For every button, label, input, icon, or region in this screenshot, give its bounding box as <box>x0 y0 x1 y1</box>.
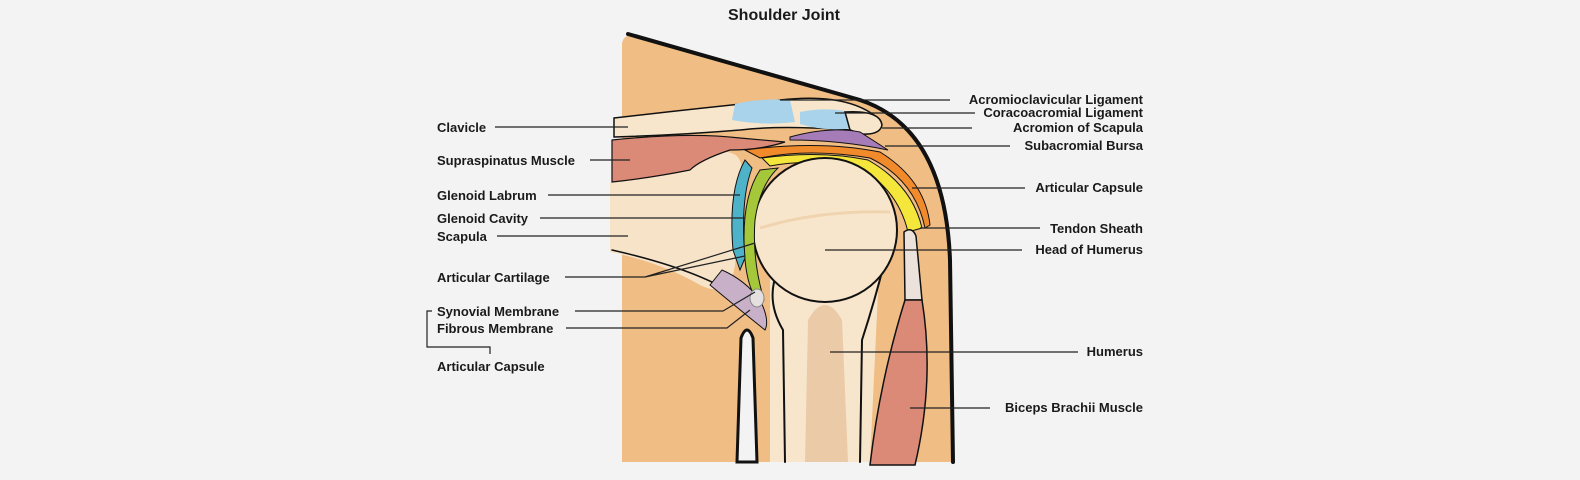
label-head-of-humerus: Head of Humerus <box>1035 242 1143 257</box>
label-humerus: Humerus <box>1087 344 1143 359</box>
label-acromioclavicular-ligament: Acromioclavicular Ligament <box>969 92 1144 107</box>
humerus-marrow <box>805 305 848 462</box>
label-glenoid-cavity: Glenoid Cavity <box>437 211 529 226</box>
label-biceps-brachii-muscle: Biceps Brachii Muscle <box>1005 400 1143 415</box>
scapula <box>610 151 743 290</box>
label-tendon-sheath: Tendon Sheath <box>1050 221 1143 236</box>
label-subacromial-bursa: Subacromial Bursa <box>1025 138 1144 153</box>
articular-capsule-layer <box>743 144 931 229</box>
supraspinatus-muscle <box>611 134 786 183</box>
biceps-tendon <box>903 229 923 301</box>
label-fibrous-membrane: Fibrous Membrane <box>437 321 553 336</box>
label-scapula: Scapula <box>437 229 488 244</box>
label-articular-capsule-right: Articular Capsule <box>1035 180 1143 195</box>
subacromial-bursa <box>789 129 889 151</box>
humerus-head <box>752 157 898 303</box>
label-synovial-membrane: Synovial Membrane <box>437 304 559 319</box>
leader-lines <box>426 99 1078 409</box>
label-supraspinatus-muscle: Supraspinatus Muscle <box>437 153 575 168</box>
anatomy-illustration <box>610 32 955 466</box>
label-glenoid-labrum: Glenoid Labrum <box>437 188 537 203</box>
glenoid-labrum <box>731 159 753 272</box>
label-articular-cartilage: Articular Cartilage <box>437 270 550 285</box>
label-acromion-of-scapula: Acromion of Scapula <box>1013 120 1144 135</box>
synovial-area <box>709 269 768 331</box>
armpit-gap <box>735 328 759 464</box>
diagram-title: Shoulder Joint <box>728 7 841 24</box>
label-articular-capsule-left: Articular Capsule <box>437 359 545 374</box>
label-clavicle: Clavicle <box>437 120 486 135</box>
acromioclavicular-ligament <box>732 99 795 124</box>
coracoacromial-ligament <box>800 109 858 130</box>
label-coracoacromial-ligament: Coracoacromial Ligament <box>983 105 1143 120</box>
